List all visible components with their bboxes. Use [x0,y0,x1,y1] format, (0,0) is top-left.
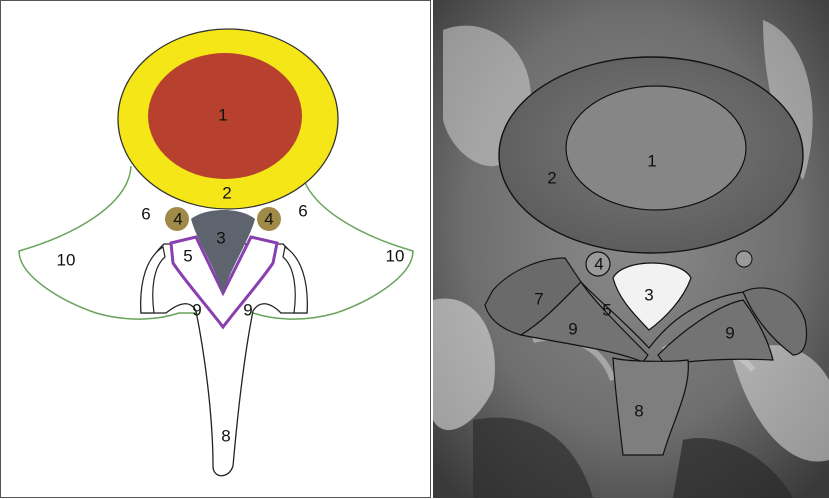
label-8: 8 [221,426,230,445]
label-6-right: 6 [298,201,307,220]
label-4-left: 4 [173,209,182,228]
mri-disc-inner [566,86,746,210]
mri-label-8: 8 [634,401,643,420]
mri-label-9-left: 9 [568,319,577,338]
label-9-right: 9 [243,300,252,319]
label-4-right: 4 [264,209,273,228]
mri-label-2: 2 [547,168,556,187]
schematic-svg: 1 2 3 4 4 5 6 6 8 9 9 10 10 [1,1,432,499]
mri-label-7: 7 [534,289,543,308]
mri-label-4: 4 [594,254,603,273]
mri-foramen-right [736,251,752,267]
label-10-right: 10 [386,246,405,265]
label-9-left: 9 [192,300,201,319]
mri-panel: 1 2 3 4 5 7 8 9 9 [433,0,829,498]
mri-label-5: 5 [602,300,611,319]
label-3: 3 [216,228,225,247]
schematic-panel: 1 2 3 4 4 5 6 6 8 9 9 10 10 [0,0,431,498]
label-5: 5 [183,246,192,265]
label-1: 1 [218,105,227,124]
label-6-left: 6 [141,204,150,223]
label-10-left: 10 [57,250,76,269]
mri-label-9-right: 9 [725,323,734,342]
label-2: 2 [222,183,231,202]
mri-svg: 1 2 3 4 5 7 8 9 9 [433,0,829,498]
mri-label-1: 1 [647,151,656,170]
mri-label-3: 3 [644,285,653,304]
